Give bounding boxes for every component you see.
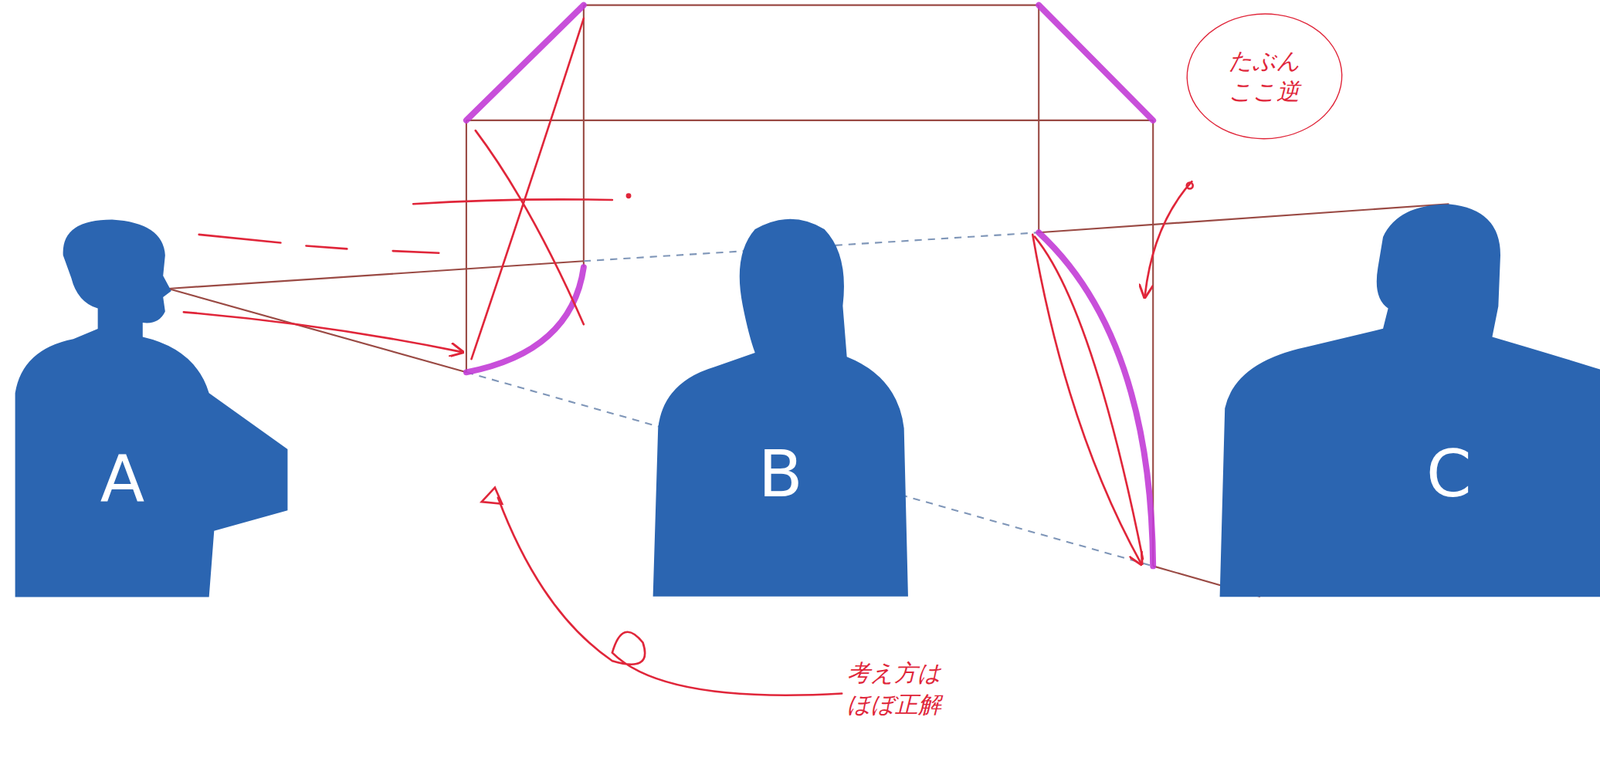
silhouette-fill bbox=[15, 219, 289, 597]
person-letter: A bbox=[100, 447, 145, 512]
callout-ellipse: たぶん ここ逆 bbox=[1183, 10, 1346, 143]
ellipse-stroke bbox=[1172, 2, 1356, 151]
silhouette-shape bbox=[647, 203, 914, 602]
person-silhouette: B bbox=[647, 203, 914, 602]
person-silhouette: A bbox=[10, 214, 296, 603]
person-letter: B bbox=[758, 441, 804, 507]
silhouette-shape bbox=[10, 214, 296, 603]
silhouette-fill bbox=[1219, 203, 1600, 597]
person-letter: C bbox=[1426, 441, 1472, 507]
ellipse-outline bbox=[1183, 10, 1346, 143]
red-annotations bbox=[183, 18, 1194, 696]
silhouette-shape bbox=[1214, 199, 1600, 603]
silhouette-fill bbox=[653, 219, 909, 597]
handwritten-note: たぶん ここ逆 bbox=[1215, 45, 1313, 109]
person-silhouette: C bbox=[1214, 199, 1600, 603]
handwritten-comment: 考え方は ほぼ正解 bbox=[847, 657, 963, 721]
